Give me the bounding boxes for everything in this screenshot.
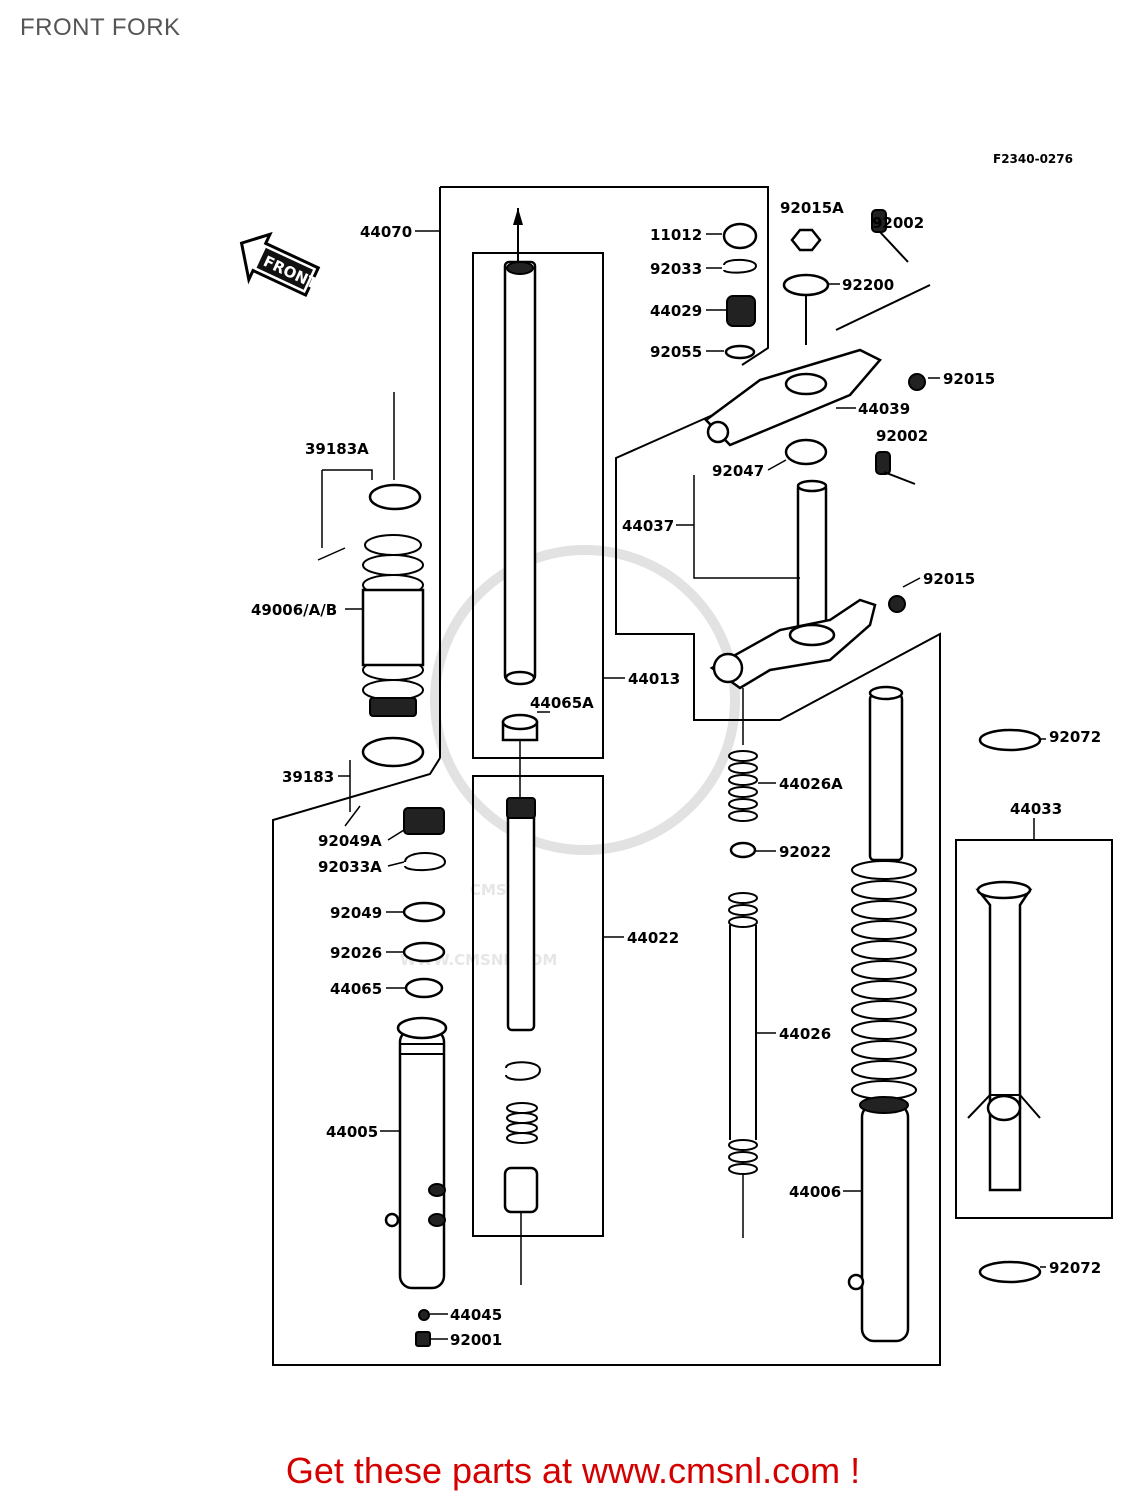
part-label: 92015A [780, 199, 844, 217]
part-label: 92049 [330, 904, 382, 922]
part-label: 92022 [779, 843, 831, 861]
part-label: 92055 [650, 343, 702, 361]
fork-tube-44013 [501, 208, 539, 742]
part-label: 44022 [627, 929, 679, 947]
part-label: 11012 [650, 226, 702, 244]
front-fork-exploded-diagram: CMS WWW.CMSNL.COM F2340-0276 FRONT [239, 152, 1113, 1366]
part-label: 44039 [858, 400, 910, 418]
part-label: 92026 [330, 944, 382, 962]
part-label: 49006/A/B [251, 601, 337, 619]
part-label: 39183 [282, 768, 334, 786]
assembly-boundaries [272, 186, 1113, 1366]
part-label: 44045 [450, 1306, 502, 1324]
part-label: 92072 [1049, 1259, 1101, 1277]
fork-assembly-44006 [847, 685, 917, 1343]
part-label: 92049A [318, 832, 382, 850]
part-label: 44065 [330, 980, 382, 998]
top-bracket-assembly [704, 209, 926, 485]
part-label: 44065A [530, 694, 594, 712]
part-label: 44005 [326, 1123, 378, 1141]
part-label: 92015 [923, 570, 975, 588]
part-label: 44026 [779, 1025, 831, 1043]
front-arrow-icon: FRONT [239, 231, 321, 298]
page-title: FRONT FORK [20, 14, 181, 41]
fork-springs [728, 688, 758, 1238]
part-labels: 11012 92015A 92002 92033 92200 44029 920… [251, 199, 1101, 1349]
steering-stem-44037 [709, 479, 906, 690]
clamps-92072 [978, 728, 1042, 1284]
part-label: 92033A [318, 858, 382, 876]
outer-tube-44005 [384, 1016, 448, 1347]
part-label: 92001 [450, 1331, 502, 1349]
part-label: 92200 [842, 276, 894, 294]
part-label: 92015 [943, 370, 995, 388]
leader-lines [321, 230, 1046, 1340]
part-label: 92072 [1049, 728, 1101, 746]
damper-rod-44022 [503, 740, 542, 1285]
promo-link[interactable]: Get these parts at www.cmsnl.com ! [285, 1450, 861, 1491]
part-label: 44029 [650, 302, 702, 320]
part-label: 44070 [360, 223, 412, 241]
boot-and-clamps [317, 392, 447, 999]
diagram-code: F2340-0276 [993, 152, 1073, 166]
part-label: 92033 [650, 260, 702, 278]
part-label: 44033 [1010, 800, 1062, 818]
part-label: 92047 [712, 462, 764, 480]
part-label: 92002 [872, 214, 924, 232]
part-label: 92002 [876, 427, 928, 445]
watermark-brand: CMS [470, 881, 507, 899]
part-label: 44026A [779, 775, 843, 793]
part-label: 44006 [789, 1183, 841, 1201]
part-label: 39183A [305, 440, 369, 458]
part-label: 44013 [628, 670, 680, 688]
watermark: CMS WWW.CMSNL.COM [400, 545, 740, 969]
part-label: 44037 [622, 517, 674, 535]
fork-guard-44033 [967, 880, 1041, 1192]
